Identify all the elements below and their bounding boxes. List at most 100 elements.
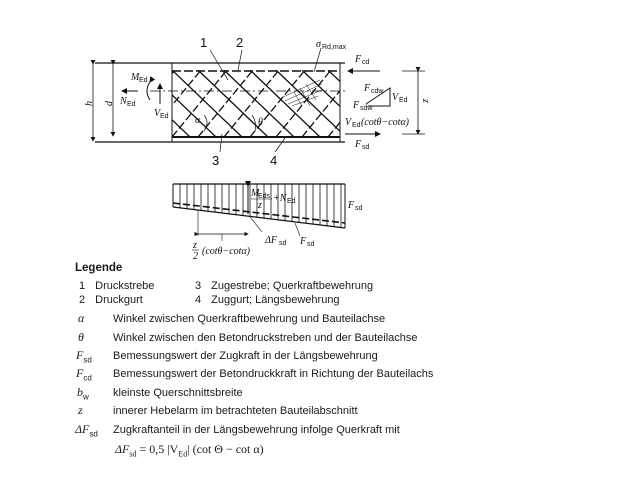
N-sub: Ed (127, 101, 136, 108)
item-number: 1 (79, 280, 86, 292)
symbol-sub: sd (83, 355, 92, 365)
stirrup-line (172, 70, 202, 107)
item-number: 4 (195, 294, 202, 306)
symbol-text: kleinste Querschnittsbreite (113, 387, 243, 399)
beam (90, 47, 425, 153)
dF-label: ΔF (264, 235, 278, 246)
Vtri-sub: Ed (399, 97, 408, 104)
item-text: Druckstrebe (95, 280, 155, 292)
strut-line (249, 70, 321, 137)
dim-rest: (cotθ−cotα) (202, 246, 251, 257)
plusN-label: +N (273, 193, 288, 204)
alpha-label: α (195, 115, 201, 126)
upper-labels: 1 2 3 4 σ Rd,max h d z M Ed N Ed V Ed α … (84, 35, 431, 168)
dim-num: z (192, 240, 197, 251)
label-2: 2 (236, 35, 243, 50)
formula-lhs-sub: sd (129, 449, 137, 459)
lower-labels: M Eds z +N Ed F sd ΔF sd F sd z 2 (cotθ−… (192, 188, 363, 262)
stirrup-line (327, 121, 340, 137)
formula-mid: = 0,5 |V (136, 442, 179, 456)
legend-item-1: 1 Druckstrebe (79, 280, 154, 292)
M-sub: Ed (139, 77, 148, 84)
symbol: ΔF (75, 422, 90, 436)
symbol: F (76, 348, 84, 362)
Fcdw-label: F (363, 83, 371, 94)
stirrup-line (301, 89, 340, 137)
d-label: d (104, 100, 115, 106)
strut-line (275, 70, 340, 133)
dim-den: 2 (193, 251, 198, 262)
tension-force-diagram (172, 181, 346, 241)
z-label: z (420, 98, 431, 103)
symbol-sub: cd (83, 373, 92, 383)
theta-label: θ (258, 117, 263, 128)
Fcdw-sub: cdw (371, 88, 384, 95)
Fsd-line-sub: sd (307, 241, 315, 248)
symbol: z (78, 403, 83, 417)
formula: ΔFsd = 0,5 |VEd| (cot Θ − cot α) (115, 442, 264, 458)
formula-lhs: ΔF (115, 442, 130, 456)
Vcot-label: V (345, 117, 353, 128)
symbol: b (77, 385, 83, 399)
strut-line (172, 70, 243, 137)
item-number: 2 (79, 294, 86, 306)
Fsd-right-label: F (347, 200, 355, 211)
stirrup-line (223, 70, 280, 137)
symbol-text: Zugkraftanteil in der Längsbewehrung inf… (113, 424, 400, 436)
stirrup-line (275, 70, 332, 137)
symbol: θ (78, 330, 84, 344)
label-3: 3 (212, 153, 219, 168)
Fsdw-sub: sdw (360, 105, 373, 112)
Vtri-label: V (392, 92, 400, 103)
strut-hatching (172, 70, 340, 137)
strut-line (301, 70, 340, 108)
Vcot-sub: Ed (352, 122, 361, 129)
symbol: F (76, 366, 84, 380)
item-text: Druckgurt (95, 294, 143, 306)
symbol-text: Bemessungswert der Zugkraft in der Längs… (113, 350, 378, 362)
plusN-sub: Ed (287, 198, 296, 205)
label-1: 1 (200, 35, 207, 50)
item-text: Zuggurt; Längsbewehrung (211, 294, 340, 306)
strut-line (172, 118, 191, 137)
formula-rhs: | (cot Θ − cot α) (187, 442, 264, 456)
h-label: h (84, 101, 95, 106)
M-label: M (130, 72, 140, 83)
item-number: 3 (195, 280, 202, 292)
symbol-text: innerer Hebelarm im betrachteten Bauteil… (113, 405, 358, 417)
Fsd-right-sub: sd (355, 205, 363, 212)
stirrup-line (172, 70, 228, 137)
Fsd-sub: sd (362, 144, 370, 151)
Fsdw-label: F (352, 100, 360, 111)
Fcd-sub: cd (362, 59, 370, 66)
strut-line (172, 93, 217, 137)
sigma-sub: Rd,max (322, 44, 347, 51)
stirrup-line (249, 70, 306, 137)
symbol-sub: sd (89, 429, 98, 439)
strut-line (223, 70, 295, 137)
symbol: α (78, 311, 85, 325)
Fsd-line-label: F (299, 236, 307, 247)
Vcot-rest: (cotθ−cotα) (361, 117, 410, 128)
V-label: V (154, 108, 162, 119)
legend-title: Legende (75, 262, 123, 274)
strut-line (197, 70, 269, 137)
symbol-text: Winkel zwischen den Betondruckstreben un… (113, 332, 418, 344)
stress-field (282, 79, 323, 107)
Fcd-label: F (354, 54, 362, 65)
V-sub: Ed (160, 113, 169, 120)
symbol-text: Winkel zwischen Querkraftbewehrung und B… (113, 313, 386, 325)
sigma-label: σ (316, 39, 322, 50)
symbol-sub: w (83, 392, 89, 402)
label-4: 4 (270, 153, 277, 168)
legend-item-4: 4 Zuggurt; Längsbewehrung (195, 294, 340, 306)
dF-sub: sd (279, 240, 287, 247)
Meds-label: M (250, 188, 260, 199)
Meds-sub: Eds (258, 193, 271, 200)
strut-line (327, 70, 340, 83)
legend-item-2: 2 Druckgurt (79, 294, 143, 306)
symbol-text: Bemessungswert der Betondruckkraft in Ri… (113, 368, 434, 380)
over-z: z (257, 200, 262, 211)
Fsd-label: F (354, 139, 362, 150)
